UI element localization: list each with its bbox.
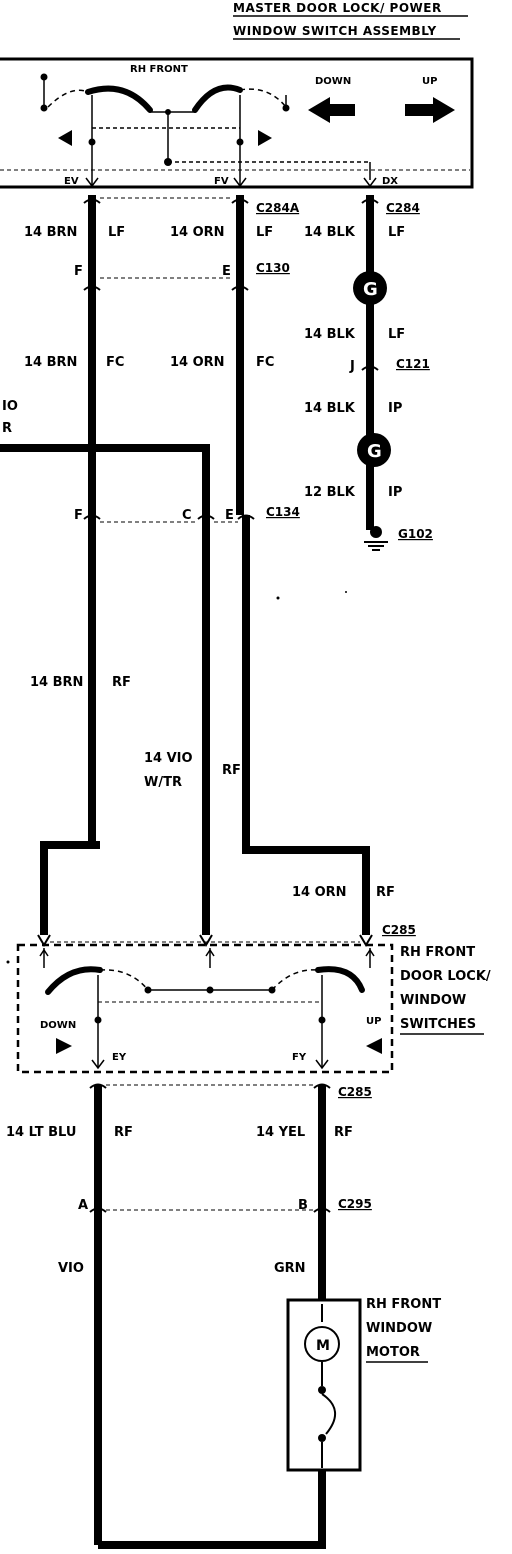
wire-label-orn-rf: 14 ORN <box>292 885 347 900</box>
motor-icon <box>304 1326 340 1362</box>
motor-label-3: MOTOR <box>366 1345 420 1360</box>
rh-up-arrow-icon <box>366 1038 382 1054</box>
wire-label-left-edge-1: IO <box>2 399 18 414</box>
pin-f-2: F <box>74 508 83 523</box>
master-section-label: RH FRONT <box>130 64 188 75</box>
master-switch-title-2: WINDOW SWITCH ASSEMBLY <box>233 24 437 38</box>
pin-j: J <box>349 359 355 374</box>
wire-label-yel-rf: 14 YEL <box>256 1125 305 1140</box>
master-up-label: UP <box>422 76 437 87</box>
rh-switch-label-3: WINDOW <box>400 993 466 1008</box>
wire-loc-orn-rf: RF <box>376 885 395 900</box>
svg-text:M: M <box>316 1338 330 1354</box>
rh-switch-box: DOWN UP EY FY <box>16 934 394 1074</box>
rh-down-label: DOWN <box>40 1020 76 1031</box>
wire-loc-vio: RF <box>222 763 241 778</box>
rh-down-arrow-icon <box>56 1038 72 1054</box>
pin-b: B <box>298 1198 308 1213</box>
splice-g-top: G <box>353 271 387 305</box>
rh-switch-label-4: SWITCHES <box>400 1017 476 1032</box>
master-down-label: DOWN <box>315 76 351 87</box>
rh-up-label: UP <box>366 1016 381 1027</box>
connector-c284: C284 <box>386 201 420 215</box>
arrow-right-icon <box>258 130 272 146</box>
connector-c121: C121 <box>396 357 430 371</box>
pin-c: C <box>182 508 192 523</box>
wire-label-brn-fc: 14 BRN <box>24 355 77 370</box>
master-switch-box: RH FRONT DOWN UP EV FV DX <box>0 57 474 189</box>
wire-loc-yel-rf: RF <box>334 1125 353 1140</box>
wires <box>0 195 374 1549</box>
wire-label-blk-lf: 14 BLK <box>304 225 356 240</box>
motor-label-2: WINDOW <box>366 1321 432 1336</box>
wire-loc-12blk-ip: IP <box>388 485 402 500</box>
wire-loc-blk-lf-2: LF <box>388 327 405 342</box>
wire-loc-orn-lf: LF <box>256 225 273 240</box>
wire-loc-brn-fc: FC <box>106 355 124 370</box>
motor-label-1: RH FRONT <box>366 1297 441 1312</box>
up-arrow-icon <box>405 97 455 123</box>
arrow-left-icon <box>58 130 72 146</box>
wire-label-blk-lf-2: 14 BLK <box>304 327 356 342</box>
connector-c295: C295 <box>338 1197 372 1211</box>
connector-c285-top: C285 <box>382 923 416 937</box>
splice-g-bottom: G <box>357 433 391 467</box>
svg-text:G: G <box>367 441 382 462</box>
wire-label-vio: VIO <box>58 1261 84 1276</box>
down-arrow-icon <box>308 97 355 123</box>
master-switch-title-1: MASTER DOOR LOCK/ POWER <box>233 1 442 15</box>
window-motor: M <box>286 1298 362 1472</box>
pin-e-2: E <box>225 508 234 523</box>
wire-label-vio-1: 14 VIO <box>144 751 193 766</box>
pin-ev-label: EV <box>64 176 79 187</box>
pin-f-1: F <box>74 264 83 279</box>
pin-a: A <box>78 1198 88 1213</box>
wire-brn-lower <box>40 841 100 935</box>
wire-label-brn-lf: 14 BRN <box>24 225 77 240</box>
pin-e-1: E <box>222 264 231 279</box>
rh-switch-label-2: DOOR LOCK/ <box>400 969 491 984</box>
wire-loc-orn-fc: FC <box>256 355 274 370</box>
pin-fy: FY <box>292 1052 307 1063</box>
wire-loc-brn-rf: RF <box>112 675 131 690</box>
wire-label-brn-rf: 14 BRN <box>30 675 83 690</box>
wire-label-orn-fc: 14 ORN <box>170 355 225 370</box>
wire-label-vio-2: W/TR <box>144 775 182 790</box>
wire-vio <box>0 444 210 935</box>
wire-loc-blk-lf: LF <box>388 225 405 240</box>
pin-ey: EY <box>112 1052 127 1063</box>
wire-label-grn: GRN <box>274 1261 306 1276</box>
connector-c134: C134 <box>266 505 300 519</box>
connector-c285-bottom: C285 <box>338 1085 372 1099</box>
connector-marks <box>83 198 379 1213</box>
wire-loc-brn-lf: LF <box>108 225 125 240</box>
pin-dx-label: DX <box>382 176 398 187</box>
circuit-breaker-icon <box>321 1393 336 1435</box>
wire-label-orn-lf: 14 ORN <box>170 225 225 240</box>
wire-label-ltblu-rf: 14 LT BLU <box>6 1125 76 1140</box>
pin-fv-label: FV <box>214 176 229 187</box>
wire-loc-ltblu-rf: RF <box>114 1125 133 1140</box>
wire-label-blk-ip: 14 BLK <box>304 401 356 416</box>
wire-motor-return <box>98 1470 326 1549</box>
ground-symbol <box>364 526 388 551</box>
wire-label-12blk-ip: 12 BLK <box>304 485 356 500</box>
connector-c284a: C284A <box>256 201 300 215</box>
wire-loc-blk-ip: IP <box>388 401 402 416</box>
connector-c130: C130 <box>256 261 290 275</box>
rh-switch-label-1: RH FRONT <box>400 945 475 960</box>
wire-label-left-edge-2: R <box>2 421 12 436</box>
svg-text:G: G <box>363 279 378 300</box>
wire-orn-lower <box>242 515 370 935</box>
ground-g102: G102 <box>398 527 433 541</box>
